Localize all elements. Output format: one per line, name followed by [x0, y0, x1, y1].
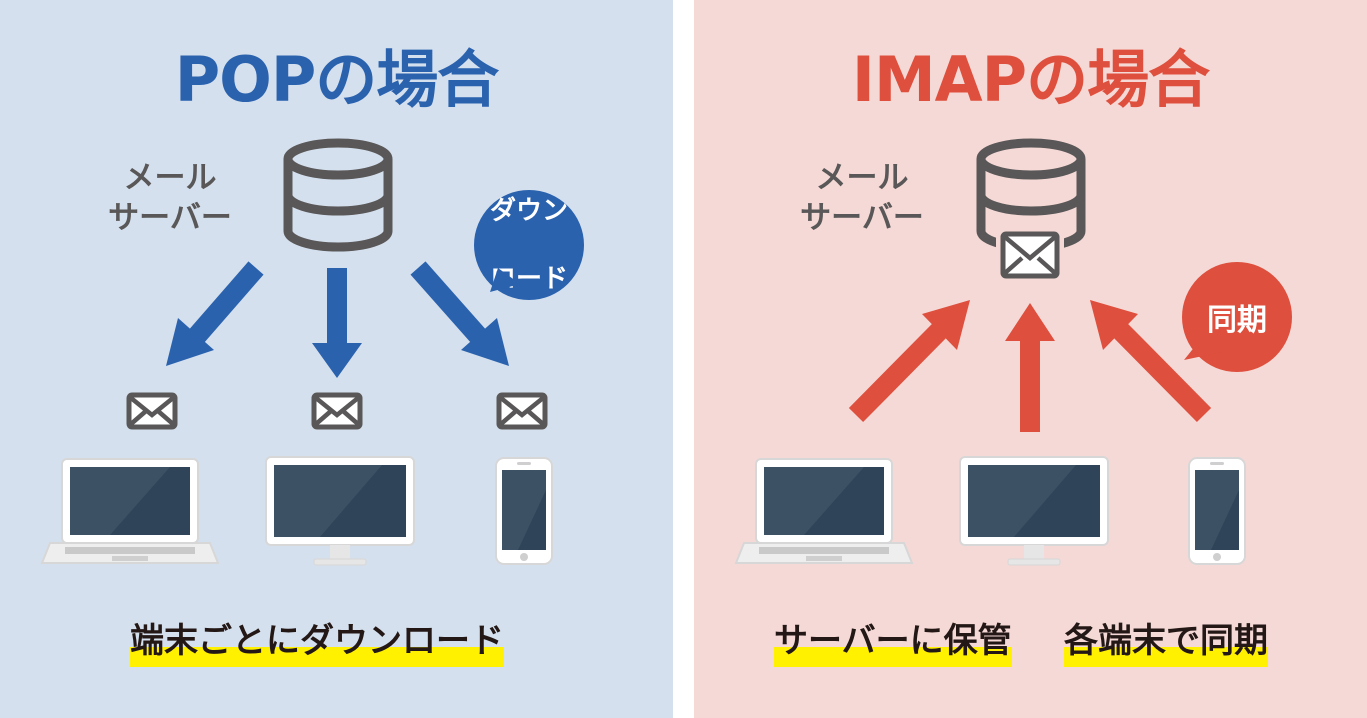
- imap-arrow-right: [1090, 300, 1212, 423]
- imap-server-envelope-icon: [996, 227, 1064, 283]
- imap-caption-left-text: サーバーに保管: [774, 621, 1012, 661]
- imap-bubble-tail: [1184, 340, 1222, 360]
- imap-arrow-left: [848, 300, 970, 423]
- imap-laptop-icon: [735, 458, 913, 564]
- pop-server-label-line1: メール: [123, 160, 217, 196]
- pop-panel: POPの場合 メール サーバー ダウン ロード 端末ごとにダウンロード: [0, 0, 673, 718]
- imap-caption-right-text: 各端末で同期: [1064, 621, 1268, 661]
- imap-bubble-text: 同期: [1207, 303, 1267, 338]
- imap-caption-left-highlight: [774, 647, 1012, 667]
- pop-smartphone-icon: [495, 457, 553, 565]
- pop-envelope-icon-1: [129, 395, 175, 427]
- imap-arrow-center: [1005, 303, 1055, 432]
- pop-caption-text: 端末ごとにダウンロード: [130, 621, 504, 661]
- pop-database-icon: [288, 143, 388, 247]
- pop-caption-highlight: [130, 647, 504, 667]
- imap-server-label: メール サーバー: [792, 158, 932, 238]
- pop-envelope-icon-3: [499, 395, 545, 427]
- imap-caption-left: サーバーに保管: [774, 615, 1012, 667]
- pop-title: POPの場合: [174, 43, 500, 116]
- pop-bubble-tail: [490, 268, 520, 292]
- imap-title: IMAPの場合: [851, 43, 1210, 116]
- pop-envelope-icon-2: [314, 395, 360, 427]
- imap-caption-right: 各端末で同期: [1064, 615, 1268, 667]
- pop-server-label: メール サーバー: [100, 158, 240, 238]
- imap-caption-right-highlight: [1064, 647, 1268, 667]
- imap-server-label-line2: サーバー: [800, 200, 924, 236]
- pop-monitor-icon: [265, 456, 415, 566]
- imap-smartphone-icon: [1188, 457, 1246, 565]
- imap-monitor-icon: [959, 456, 1109, 566]
- pop-download-bubble: ダウン ロード: [474, 190, 584, 300]
- pop-arrow-left: [166, 261, 264, 366]
- pop-laptop-icon: [41, 458, 219, 564]
- imap-sync-bubble: 同期: [1182, 262, 1292, 372]
- pop-server-label-line2: サーバー: [108, 200, 232, 236]
- pop-arrow-right: [410, 261, 509, 366]
- pop-arrow-center: [312, 268, 362, 378]
- imap-server-label-line1: メール: [815, 160, 909, 196]
- pop-caption: 端末ごとにダウンロード: [130, 615, 504, 667]
- pop-bubble-line1: ダウン: [489, 196, 568, 226]
